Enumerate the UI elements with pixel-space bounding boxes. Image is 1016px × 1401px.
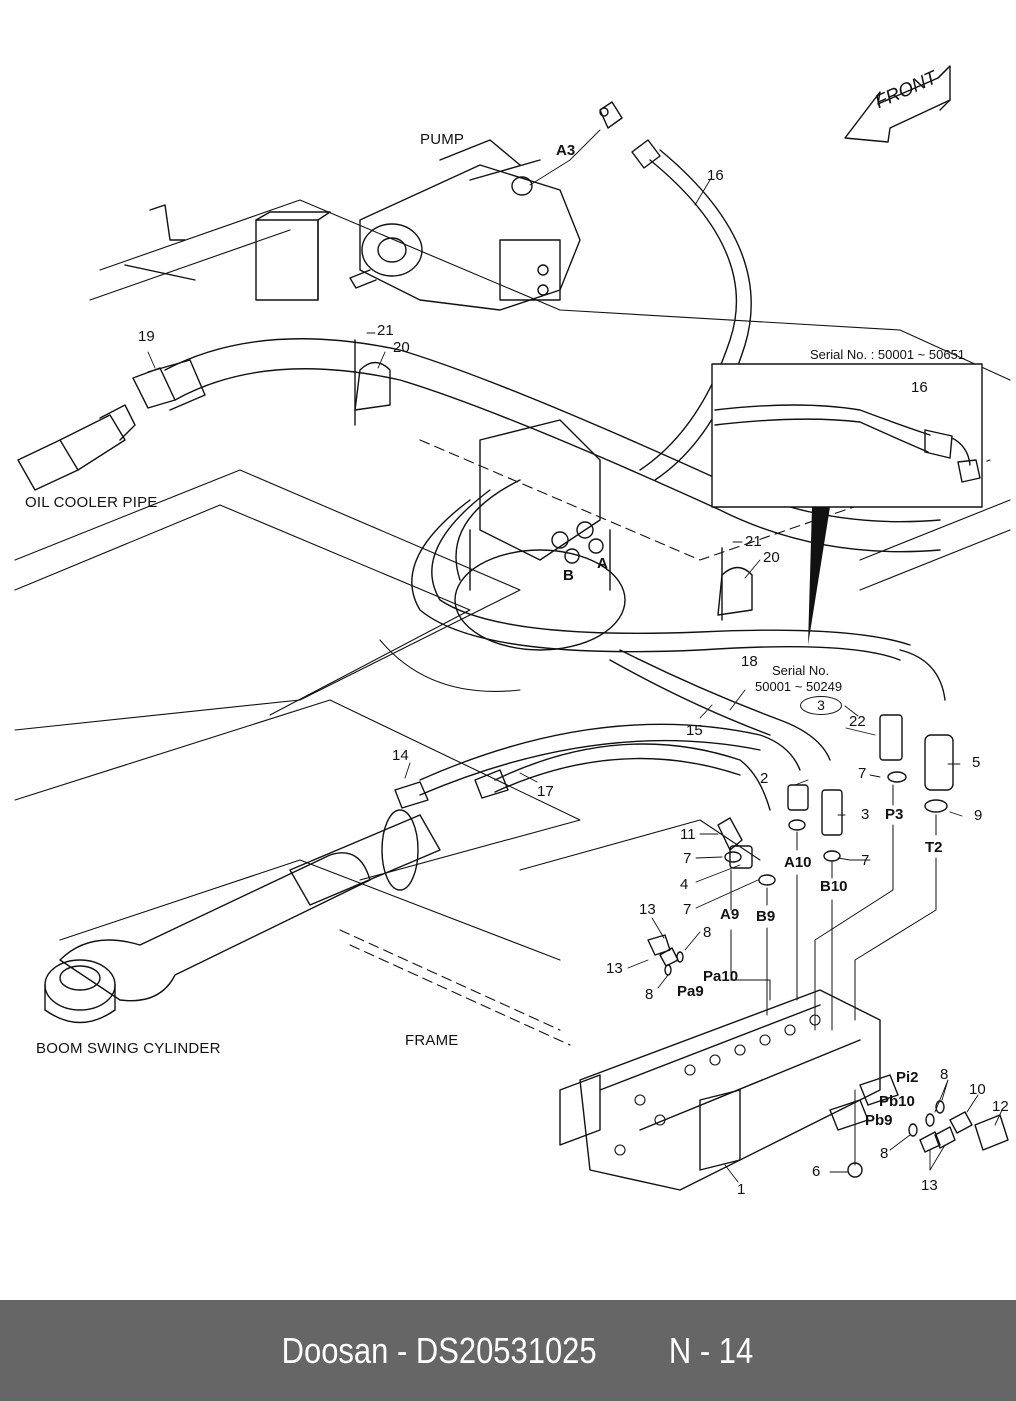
part-2: 2: [760, 770, 769, 787]
part-11: 11: [680, 826, 696, 843]
port-pa10: Pa10: [703, 968, 739, 985]
serial-inset-box: [711, 363, 983, 508]
port-a: A: [597, 555, 608, 572]
port-a9: A9: [720, 906, 740, 923]
part-18: 18: [741, 653, 758, 670]
part-20-mid: 20: [763, 549, 780, 566]
part-9: 9: [974, 807, 983, 824]
port-leader-lines: [730, 784, 937, 1166]
part-10: 10: [969, 1081, 986, 1098]
boom-swing-cylinder: [44, 809, 441, 1024]
hoses-14-15-17-18: [394, 649, 831, 811]
pump-assembly: [349, 139, 581, 311]
port-pb10: Pb10: [879, 1093, 915, 1110]
port-b10: B10: [820, 878, 848, 895]
port-pb9: Pb9: [865, 1112, 893, 1129]
part-7-b10: 7: [861, 852, 870, 869]
frame-caption: FRAME: [405, 1032, 459, 1049]
part-3: 3: [861, 806, 870, 823]
lower-serial-note-line1: Serial No.: [772, 663, 830, 678]
footer-bar: Doosan - DS20531025 N - 14: [0, 1300, 1016, 1401]
port-pa9: Pa9: [677, 983, 704, 1000]
part-13-right: 13: [921, 1177, 938, 1194]
footer-brand-part-number: Doosan - DS20531025: [281, 1329, 597, 1371]
hydraulic-piping-drawing: [14, 65, 1011, 1191]
part-1: 1: [737, 1181, 746, 1198]
part-8-upper: 8: [703, 924, 712, 941]
port-t2: T2: [925, 839, 943, 856]
port-a3: A3: [556, 142, 576, 159]
part-8-right-top: 8: [940, 1066, 949, 1083]
part-8-right-bottom: 8: [880, 1145, 889, 1162]
footer-page-reference: N - 14: [668, 1329, 754, 1371]
part-4: 4: [680, 876, 689, 893]
part-19: 19: [138, 328, 155, 345]
clamp-20: [354, 339, 753, 621]
part-21-mid: 21: [745, 533, 762, 550]
part-6: 6: [812, 1163, 821, 1180]
part-15: 15: [686, 722, 703, 739]
part-21-top: 21: [377, 322, 394, 339]
part-13-upper: 13: [639, 901, 656, 918]
small-parts-lower-right: [647, 934, 1009, 1153]
hose-loop: [411, 479, 946, 701]
serial-ref-oval: 3: [800, 696, 842, 715]
part-17: 17: [537, 783, 554, 800]
port-p3: P3: [885, 806, 904, 823]
part-13-left: 13: [606, 960, 623, 977]
frame-outline: [14, 199, 1011, 1046]
port-pi2: Pi2: [896, 1069, 919, 1086]
inset-hose-16: [714, 404, 981, 483]
port-a10: A10: [784, 854, 812, 871]
part-7-left: 7: [683, 850, 692, 867]
control-valve-1: [559, 989, 899, 1191]
part-22: 22: [849, 713, 866, 730]
part-16: 16: [707, 167, 724, 184]
part-14: 14: [392, 747, 409, 764]
front-arrow-icon: [844, 65, 951, 143]
part-5: 5: [972, 754, 981, 771]
fittings: [717, 714, 954, 886]
part-20-top: 20: [393, 339, 410, 356]
part-7-lower: 7: [683, 901, 692, 918]
swing-motor: [454, 419, 626, 651]
part-7-p3: 7: [858, 765, 867, 782]
port-b: B: [563, 567, 574, 584]
part-12: 12: [992, 1098, 1009, 1115]
port-b9: B9: [756, 908, 776, 925]
callout-leaders: [147, 129, 1003, 1183]
part-8-lower: 8: [645, 986, 654, 1003]
part-16-inset: 16: [911, 379, 928, 396]
lower-serial-note-line2: 50001 ~ 50249: [755, 679, 843, 694]
hose-16: [599, 101, 752, 481]
boom-swing-cylinder-caption: BOOM SWING CYLINDER: [36, 1040, 221, 1057]
inset-serial-note: Serial No. : 50001 ~ 50651: [810, 347, 966, 362]
oil-cooler-pipe-caption: OIL COOLER PIPE: [25, 494, 158, 511]
pump-caption: PUMP: [420, 131, 465, 148]
